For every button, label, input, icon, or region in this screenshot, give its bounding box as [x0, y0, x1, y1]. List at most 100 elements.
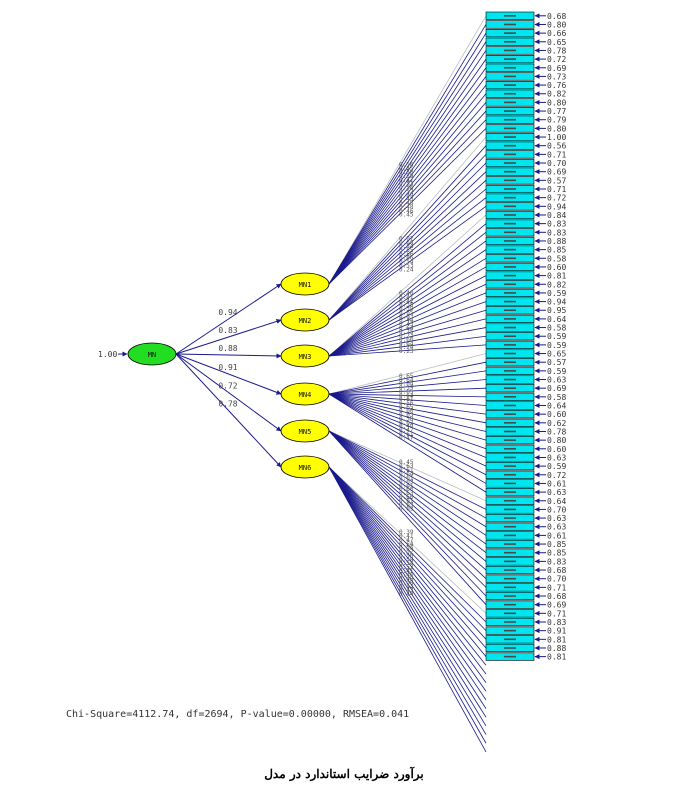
indicator-box-label	[504, 439, 516, 441]
error-variance-label: 0.71	[547, 150, 566, 159]
indicator-box-label	[504, 612, 516, 615]
indicator-box-label	[504, 240, 516, 242]
indicator-box-label	[504, 92, 516, 95]
error-variance-label: 0.59	[547, 367, 566, 376]
item-loading-label: 0.43	[399, 196, 414, 203]
path-MN3-item	[328, 344, 487, 357]
error-variance-label: 0.79	[547, 116, 566, 125]
item-loading-label: 0.65	[399, 309, 414, 316]
loading-label-MN5: 0.72	[218, 382, 237, 391]
error-variance-label: 0.59	[547, 341, 566, 350]
item-loading-label: 0.44	[399, 317, 414, 324]
item-loading-label: 0.63	[399, 412, 414, 419]
path-MN5-item	[328, 430, 487, 588]
error-variance-label: 0.59	[547, 462, 566, 471]
error-variance-label: 0.72	[547, 194, 566, 203]
path-MN1-item	[328, 50, 487, 285]
item-loading-label: 0.59	[399, 173, 414, 180]
error-variance-label: 0.69	[547, 384, 566, 393]
factor-node-MN3	[280, 344, 330, 368]
indicator-box-label	[504, 231, 516, 234]
item-loading-label: 0.07	[399, 235, 414, 242]
indicator-box-label	[504, 266, 516, 268]
path-MN6-item	[328, 466, 487, 709]
item-loading-label: 0.63	[399, 478, 414, 485]
error-variance-label: 0.63	[547, 453, 566, 462]
path-root-MN1	[175, 283, 282, 355]
item-loading-label: 0.61	[399, 396, 414, 403]
path-MN2-item	[328, 154, 487, 321]
indicator-box-label	[504, 248, 516, 251]
path-MN1-item	[328, 102, 487, 285]
factor-node-MN1	[280, 272, 330, 296]
item-loading-label: 0.64	[399, 392, 414, 399]
indicator-box-label	[504, 525, 516, 528]
indicator-box-label	[504, 387, 516, 389]
error-variance-label: 0.80	[547, 124, 566, 133]
path-MN2-item	[328, 188, 487, 321]
item-loading-label: 0.63	[399, 463, 414, 470]
item-loading-label: 0.41	[399, 568, 414, 575]
factor-label-MN2: MN2	[299, 317, 312, 325]
path-MN6-item	[328, 466, 487, 666]
item-loading-label: 0.46	[399, 208, 414, 215]
path-MN4-item	[328, 393, 487, 450]
error-variance-label: 0.88	[547, 644, 566, 653]
error-variance-label: 0.73	[547, 72, 566, 81]
indicator-box-label	[504, 482, 516, 485]
path-MN5-item	[328, 430, 487, 510]
path-MN3-item	[328, 327, 487, 357]
item-loading-label: 0.55	[399, 247, 414, 254]
factor-label-MN6: MN6	[299, 464, 312, 472]
indicator-box-label	[504, 292, 516, 294]
error-variance-label: 0.62	[547, 419, 566, 428]
path-MN5-item	[328, 430, 487, 519]
error-variance-label: 0.78	[547, 427, 566, 436]
item-loading-label: 0.64	[399, 325, 414, 332]
indicator-box-label	[504, 23, 516, 26]
item-loading-label: 0.65	[399, 404, 414, 411]
item-loading-label: 0.48	[399, 576, 414, 583]
indicator-box-label	[504, 75, 516, 78]
item-loading-label: 0.56	[399, 251, 414, 258]
error-variance-label: 0.65	[547, 38, 566, 47]
item-loading-label: 0.65	[399, 388, 414, 395]
path-MN1-item	[328, 58, 487, 285]
item-loading-label: 0.61	[399, 475, 414, 482]
path-MN2-item	[328, 205, 487, 321]
path-MN2-item	[328, 145, 487, 321]
error-variance-label: 0.69	[547, 64, 566, 73]
indicator-box-label	[504, 352, 516, 355]
path-MN5-item	[328, 430, 487, 528]
item-loading-label: 0.56	[399, 161, 414, 168]
error-variance-label: 0.91	[547, 627, 566, 636]
item-loading-label: 0.25	[399, 329, 414, 336]
indicator-box-label	[504, 569, 516, 571]
path-MN6-item	[328, 466, 487, 692]
error-variance-label: 0.71	[547, 185, 566, 194]
error-variance-label: 0.58	[547, 393, 566, 402]
item-loading-label: 0.63	[399, 505, 414, 512]
item-loading-label: 0.39	[399, 579, 414, 586]
indicator-box-label	[504, 638, 516, 641]
error-variance-label: 0.68	[547, 566, 566, 575]
error-variance-label: 0.83	[547, 228, 566, 237]
path-MN4-item	[328, 387, 487, 395]
path-MN3-item	[328, 283, 487, 357]
indicator-box-label	[504, 430, 516, 433]
indicator-box-label	[504, 456, 516, 459]
indicator-box-label	[504, 32, 516, 34]
path-MN6-item	[328, 466, 487, 735]
item-loading-label: 0.23	[399, 333, 414, 340]
indicator-box-label	[504, 66, 516, 69]
error-variance-label: 0.82	[547, 90, 566, 99]
path-MN1-item	[328, 32, 487, 285]
indicator-box-label	[504, 84, 516, 86]
error-variance-label: 0.65	[547, 350, 566, 359]
loading-label-MN6: 0.78	[218, 400, 237, 409]
path-MN4-item	[328, 393, 487, 415]
item-loading-label: 0.62	[399, 419, 414, 426]
item-loading-label: 0.35	[399, 302, 414, 309]
indicator-box-label	[504, 127, 516, 130]
